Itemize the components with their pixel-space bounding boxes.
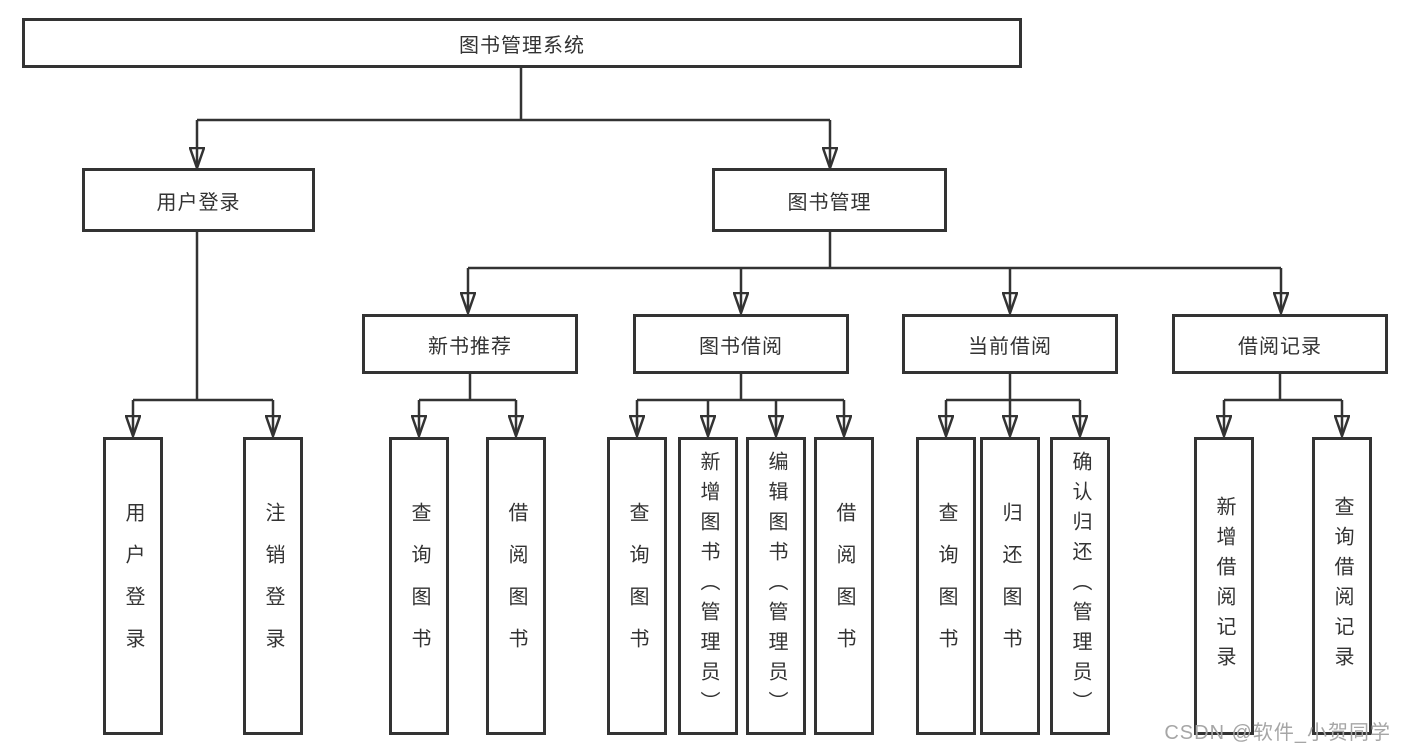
node-library-system-label: 图书管理系统: [459, 34, 585, 57]
node-book-management-label: 图书管理: [787, 191, 872, 214]
node-user-login-label: 用户登录: [156, 191, 241, 214]
leaf-add-borrow-record-label: 新增借阅记录: [1213, 496, 1235, 676]
leaf-confirm-return-admin: 确认归还（管理员）: [1050, 437, 1110, 735]
leaf-user-login-label: 用户登录: [122, 502, 144, 670]
leaf-borrow-books-borrowing-label: 借阅图书: [833, 502, 855, 670]
leaf-borrow-books-borrowing: 借阅图书: [814, 437, 874, 735]
node-new-book-recommend-label: 新书推荐: [428, 335, 512, 358]
leaf-borrow-books-recommend-label: 借阅图书: [505, 502, 527, 670]
leaf-query-books-recommend: 查询图书: [389, 437, 449, 735]
leaf-user-login: 用户登录: [103, 437, 163, 735]
leaf-query-borrow-record-label: 查询借阅记录: [1331, 496, 1353, 676]
leaf-borrow-books-recommend: 借阅图书: [486, 437, 546, 735]
leaf-edit-book-admin-label: 编辑图书（管理员）: [765, 451, 787, 721]
leaf-logout-label: 注销登录: [262, 502, 284, 670]
leaf-query-books-recommend-label: 查询图书: [408, 502, 430, 670]
leaf-logout: 注销登录: [243, 437, 303, 735]
node-new-book-recommend: 新书推荐: [362, 314, 578, 374]
leaf-add-borrow-record: 新增借阅记录: [1194, 437, 1254, 735]
leaf-query-books-current: 查询图书: [916, 437, 976, 735]
csdn-watermark: CSDN @软件_小贺同学: [1164, 722, 1391, 744]
leaf-edit-book-admin: 编辑图书（管理员）: [746, 437, 806, 735]
node-book-management: 图书管理: [712, 168, 947, 232]
node-library-system: 图书管理系统: [22, 18, 1022, 68]
leaf-add-book-admin-label: 新增图书（管理员）: [697, 451, 719, 721]
leaf-query-books-current-label: 查询图书: [935, 502, 957, 670]
node-current-borrowing: 当前借阅: [902, 314, 1118, 374]
node-borrow-records-label: 借阅记录: [1238, 335, 1322, 358]
node-borrow-records: 借阅记录: [1172, 314, 1388, 374]
node-current-borrowing-label: 当前借阅: [968, 335, 1052, 358]
leaf-query-books-borrowing-label: 查询图书: [626, 502, 648, 670]
leaf-return-book-label: 归还图书: [999, 502, 1021, 670]
leaf-return-book: 归还图书: [980, 437, 1040, 735]
node-user-login: 用户登录: [82, 168, 315, 232]
leaf-query-borrow-record: 查询借阅记录: [1312, 437, 1372, 735]
node-book-borrowing: 图书借阅: [633, 314, 849, 374]
leaf-query-books-borrowing: 查询图书: [607, 437, 667, 735]
node-book-borrowing-label: 图书借阅: [699, 335, 783, 358]
leaf-add-book-admin: 新增图书（管理员）: [678, 437, 738, 735]
leaf-confirm-return-admin-label: 确认归还（管理员）: [1069, 451, 1091, 721]
